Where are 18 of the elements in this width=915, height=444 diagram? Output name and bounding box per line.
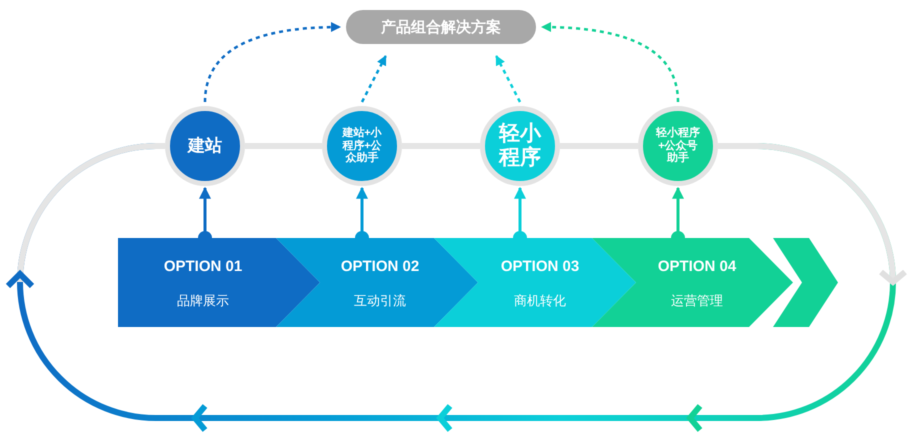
pill-box [346, 10, 536, 44]
chevron-box [434, 238, 636, 327]
circle-label: 建站+小程序+公众助手 [341, 127, 383, 165]
option-caption: 品牌展示 [176, 292, 230, 310]
option-label: OPTION 01 [162, 258, 244, 275]
circle-label: 轻小程序 [498, 122, 542, 170]
chevron-box [276, 238, 478, 327]
circle-label: 建站 [186, 136, 223, 156]
option-label: OPTION 04 [656, 258, 738, 275]
chevron-box [118, 238, 320, 327]
title-text: 产品组合解决方案 [381, 18, 501, 36]
option-caption: 互动引流 [353, 292, 407, 310]
option-caption: 运营管理 [670, 292, 724, 310]
chevron-shape [773, 238, 838, 327]
circle-label: 轻小程序+公众号助手 [656, 127, 700, 165]
option-caption: 商机转化 [513, 292, 567, 310]
option-label: OPTION 02 [340, 258, 420, 275]
option-label: OPTION 03 [500, 258, 580, 275]
